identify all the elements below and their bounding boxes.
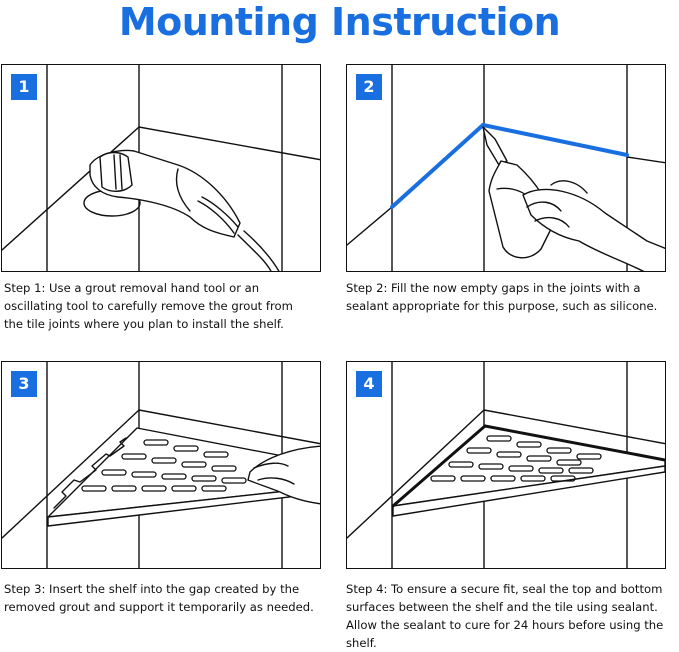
step-4-caption-line: Allow the sealant to cure for 24 hours b… (346, 618, 664, 632)
step-1-caption: Step 1: Use a grout removal hand tool or… (4, 279, 293, 333)
step-3-caption-line: removed grout and support it temporarily… (4, 600, 314, 614)
step-3-number-badge: 3 (11, 371, 37, 397)
step-4-caption: Step 4: To ensure a secure fit, seal the… (346, 580, 663, 652)
shelf-insert-hand-icon (2, 362, 320, 568)
step-2-caption-line: sealant appropriate for this purpose, su… (346, 299, 658, 313)
page-title: Mounting Instruction (118, 0, 561, 44)
step-4-caption-line: Step 4: To ensure a secure fit, seal the… (346, 582, 663, 596)
step-1-panel: 1 (1, 64, 321, 272)
step-3-caption-line: Step 3: Insert the shelf into the gap cr… (4, 582, 300, 596)
step-3-caption: Step 3: Insert the shelf into the gap cr… (4, 580, 314, 616)
step-1-number-badge: 1 (11, 74, 37, 100)
grout-removal-tool-icon (2, 65, 320, 271)
sealed-shelf-icon (347, 362, 665, 568)
step-1-caption-line: oscillating tool to carefully remove the… (4, 299, 293, 313)
step-3-panel: 3 (1, 361, 321, 569)
step-2-caption: Step 2: Fill the now empty gaps in the j… (346, 279, 657, 315)
step-1-caption-line: the tile joints where you plan to instal… (4, 317, 284, 331)
step-4-panel: 4 (346, 361, 666, 569)
step-2-panel: 2 (346, 64, 666, 272)
step-1-caption-line: Step 1: Use a grout removal hand tool or… (4, 281, 260, 295)
step-4-caption-line: shelf. (346, 636, 377, 650)
sealant-gun-icon (347, 65, 665, 271)
step-4-caption-line: surfaces between the shelf and the tile … (346, 600, 658, 614)
step-4-number-badge: 4 (356, 371, 382, 397)
step-2-caption-line: Step 2: Fill the now empty gaps in the j… (346, 281, 641, 295)
step-2-number-badge: 2 (356, 74, 382, 100)
